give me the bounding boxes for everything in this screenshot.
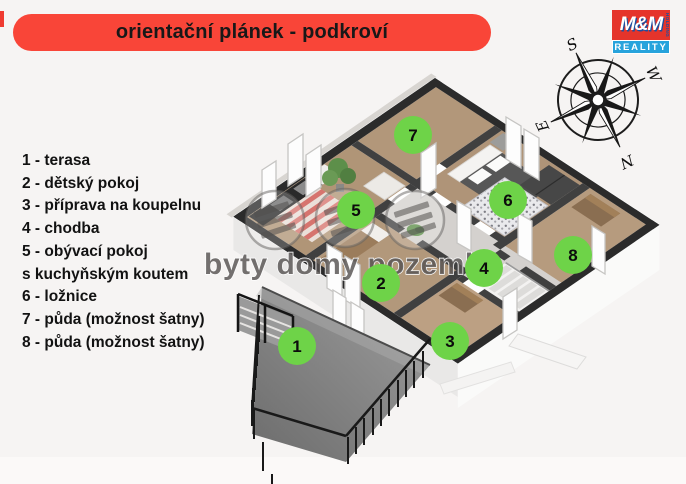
- door-frame: [517, 211, 533, 265]
- dresser-room8: [571, 193, 621, 227]
- logo-mm-text: M&M: [619, 14, 663, 35]
- title-banner: orientační plánek - podkroví: [13, 14, 491, 51]
- plant: [322, 158, 356, 192]
- compass-south-label: S: [564, 34, 581, 55]
- compass-minor-points: [554, 56, 642, 144]
- dresser-room3: [438, 282, 484, 313]
- logo-holding-text: HOLDING: [665, 13, 670, 38]
- legend-item-7: 7 - půda (možnost šatny): [22, 310, 205, 328]
- room-markers: 1 2 3 4 5 6 7 8: [278, 116, 592, 365]
- page-title: orientační plánek - podkroví: [115, 21, 389, 43]
- legend-item-2: 2 - dětský pokoj: [22, 174, 140, 192]
- window-frame: [305, 143, 322, 199]
- logo-reality-bar: REALITY: [612, 40, 670, 54]
- mm-reality-logo: M&M HOLDING REALITY: [612, 10, 670, 54]
- marker-room-6: 6: [489, 181, 527, 219]
- door-frame: [456, 199, 472, 253]
- legend-item-5b: s kuchyňským koutem: [22, 265, 189, 283]
- room-floor-3: [400, 279, 513, 355]
- window-frame: [505, 115, 522, 170]
- marker-number: 2: [376, 274, 385, 293]
- marker-number: 4: [479, 259, 489, 278]
- door-frame: [502, 286, 518, 341]
- marker-room-8: 8: [554, 236, 592, 274]
- window-frame: [523, 127, 540, 182]
- marker-number: 1: [292, 337, 301, 356]
- compass-west-label: W: [642, 63, 665, 86]
- edge-red-mark: [0, 11, 4, 27]
- marker-number: 7: [408, 126, 417, 145]
- dormer-ledges: [439, 333, 587, 395]
- roof-eave: [226, 73, 437, 218]
- legend-item-6: 6 - ložnice: [22, 288, 97, 306]
- door-frame: [420, 141, 437, 200]
- bottom-strip: [0, 457, 686, 484]
- living-dresser: [362, 171, 406, 201]
- legend-item-1: 1 - terasa: [22, 152, 91, 169]
- window-door-frames: [261, 115, 606, 350]
- logo-red-box: M&M HOLDING: [612, 10, 670, 40]
- marker-room-3: 3: [431, 322, 469, 360]
- marker-room-2: 2: [362, 264, 400, 302]
- marker-room-4: 4: [465, 249, 503, 287]
- compass-hub: [589, 91, 607, 109]
- marker-room-1: 1: [278, 327, 316, 365]
- legend-item-5: 5 - obývací pokoj: [22, 242, 148, 260]
- compass-north-label: N: [616, 150, 637, 173]
- legend: 1 - terasa 2 - dětský pokoj 3 - příprava…: [22, 150, 205, 354]
- watermark: byty domy pozemky: [203, 187, 499, 282]
- window-frame: [287, 132, 304, 188]
- legend-item-8: 8 - půda (možnost šatny): [22, 333, 205, 351]
- marker-number: 3: [445, 332, 454, 351]
- marker-room-7: 7: [394, 116, 432, 154]
- door-frame: [591, 224, 606, 276]
- marker-number: 8: [568, 246, 577, 265]
- marker-number: 6: [503, 191, 512, 210]
- legend-item-4: 4 - chodba: [22, 220, 100, 238]
- marker-number: 5: [351, 201, 360, 220]
- compass-rose: S W N E: [532, 34, 665, 173]
- watermark-text: byty domy pozemky: [204, 248, 499, 281]
- legend-item-3: 3 - příprava na koupelnu: [22, 197, 202, 215]
- terrace-railing: [251, 294, 431, 484]
- compass-east-label: E: [532, 117, 553, 135]
- marker-room-5: 5: [337, 191, 375, 229]
